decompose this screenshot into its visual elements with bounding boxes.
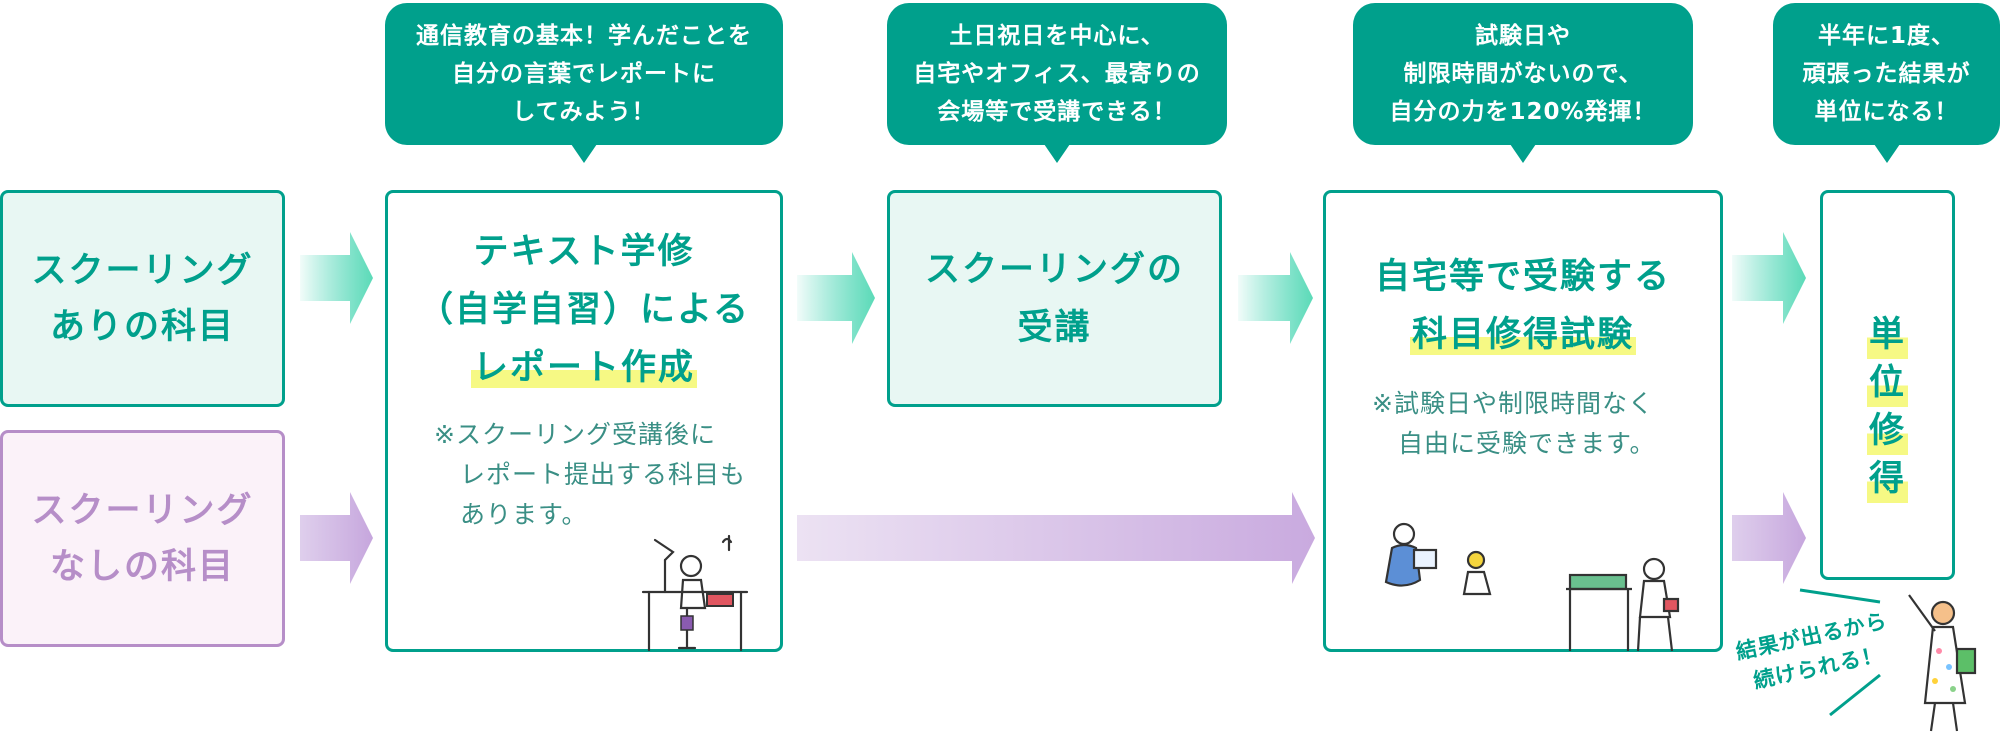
without-schooling-line1: スクーリング <box>31 490 254 531</box>
purple-arrow-1 <box>300 492 373 584</box>
report-note-1: ※スクーリング受講後に <box>434 420 716 449</box>
cheer-lines <box>1799 588 1881 717</box>
green-arrow-4 <box>1732 232 1806 324</box>
exam-note-2: 自由に受験できます。 <box>1372 429 1656 458</box>
person-at-desk-icon <box>1566 557 1680 652</box>
green-arrow-3 <box>1238 252 1313 344</box>
report-title-line2: （自学自習）による <box>418 290 750 330</box>
exam-title-line1: 自宅等で受験する <box>1374 257 1671 297</box>
parent-and-child-icon <box>1384 522 1492 596</box>
bubble-report: 通信教育の基本！学んだことを 自分の言葉でレポートに してみよう！ <box>385 3 783 163</box>
bubble-schooling: 土日祝日を中心に、 自宅やオフィス、最寄りの 会場等で受講できる！ <box>887 3 1227 163</box>
with-schooling-box: スクーリング ありの科目 <box>0 190 285 407</box>
with-schooling-line2: ありの科目 <box>49 306 235 347</box>
green-arrow-2 <box>797 252 875 344</box>
step-credit-box: 単 位 修 得 <box>1820 190 1955 580</box>
without-schooling-line2: なしの科目 <box>49 546 235 587</box>
exam-note-1: ※試験日や制限時間なく <box>1372 389 1654 418</box>
student-at-desk-icon <box>641 534 749 652</box>
report-note-3: あります。 <box>434 500 588 529</box>
credit-char-4: 得 <box>1866 455 1908 503</box>
purple-arrow-3 <box>1732 492 1806 584</box>
report-note-2: レポート提出する科目も <box>434 460 747 489</box>
bubble-credit: 半年に1度、 頑張った結果が 単位になる！ <box>1773 3 2000 163</box>
with-schooling-line1: スクーリング <box>31 250 254 291</box>
exam-title-line2: 科目修得試験 <box>1409 315 1636 355</box>
step-report-box: テキスト学修 （自学自習）による レポート作成 ※スクーリング受講後に レポート… <box>385 190 783 652</box>
green-arrow-1 <box>300 232 373 324</box>
credit-char-2: 位 <box>1866 359 1908 407</box>
report-title-line3: レポート作成 <box>470 348 697 388</box>
step-schooling-box: スクーリングの 受講 <box>887 190 1222 407</box>
cheering-person-icon <box>1908 594 1977 732</box>
schooling-title-line1: スクーリングの <box>924 249 1184 290</box>
without-schooling-box: スクーリング なしの科目 <box>0 430 285 647</box>
report-title-line1: テキスト学修 <box>473 232 695 272</box>
credit-char-3: 修 <box>1866 407 1908 455</box>
credit-char-1: 単 <box>1866 311 1908 359</box>
schooling-title-line2: 受講 <box>1017 307 1092 348</box>
bubble-exam: 試験日や 制限時間がないので、 自分の力を120%発揮！ <box>1353 3 1693 163</box>
purple-arrow-long <box>797 492 1315 584</box>
